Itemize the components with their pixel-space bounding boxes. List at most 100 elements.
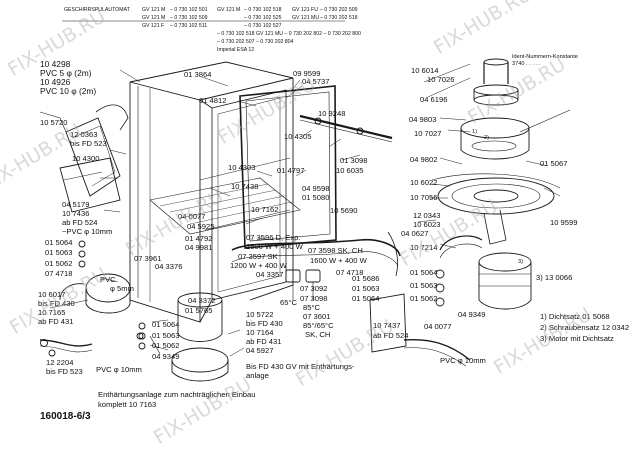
- part-label: 10 7164: [246, 328, 274, 337]
- part-label: 10 4303: [228, 163, 256, 172]
- legend-line: 2) Schraubensatz 12 0342: [540, 323, 630, 332]
- part-label: 01 4792: [185, 234, 213, 243]
- part-label: PVC φ 10mm: [96, 365, 142, 374]
- note-line: anlage: [246, 371, 269, 380]
- part-label: 01 4812: [199, 96, 227, 105]
- part-label: φ 5mm: [110, 284, 134, 293]
- note-line: Bis FD 430 GV mit Enthärtungs-: [246, 362, 355, 371]
- part-label: 07 3596 D, Exp.: [246, 233, 301, 242]
- part-label: 12 0363: [70, 130, 98, 139]
- part-label: 85°C: [303, 303, 320, 312]
- legend-line: 1) Dichtsatz 01 5068: [540, 312, 610, 321]
- part-label: 10 7165: [38, 308, 66, 317]
- drawing-code: 160018-6/3: [40, 411, 91, 422]
- part-label: 10 9248: [318, 109, 346, 118]
- footnote-marker: 3): [518, 259, 523, 265]
- part-label: SK, CH: [305, 330, 331, 339]
- header-row2: – 0 730 102 518 GV 121 MU – 0 730 202 80…: [217, 31, 361, 37]
- part-label: bis FD 430: [38, 299, 75, 308]
- part-label: 10 7027: [414, 129, 442, 138]
- part-label: 10 5722: [246, 310, 274, 319]
- part-label: 04 9349: [152, 352, 180, 361]
- part-label: 10 4305: [284, 132, 312, 141]
- part-label: 04 5925: [187, 222, 215, 231]
- part-label: 10 6023: [413, 220, 441, 229]
- part-label: 10 7214: [410, 243, 438, 252]
- part-label: 85°/65°C: [303, 321, 334, 330]
- part-label: ab FD 431: [38, 317, 74, 326]
- header-imperial: Imperial ESA 12: [217, 47, 255, 53]
- ident-value: 3740 . . . . .: [512, 61, 540, 67]
- part-label: 04 5179: [62, 200, 90, 209]
- part-label: 04 3376: [155, 262, 183, 271]
- part-label: 01 5067: [540, 159, 568, 168]
- part-label: 04 9981: [185, 243, 213, 252]
- part-label: PVC 5 φ (2m): [40, 68, 92, 78]
- part-label: 10 6017: [38, 290, 66, 299]
- part-label: 01 5062: [45, 259, 73, 268]
- header-number-col3: – 0 730 102 501– 0 730 102 509– 0 730 10…: [170, 7, 208, 29]
- part-label: 01 5062: [410, 294, 438, 303]
- header-row3: – 0 730 202 507 – 0 730 202 804: [217, 39, 294, 45]
- part-label: 01 5765: [185, 306, 213, 315]
- cabinet-body: [129, 61, 301, 323]
- note-line: Enthärtungsanlage zum nachträglichen Ein…: [98, 390, 256, 399]
- part-label: 10 7026: [427, 75, 455, 84]
- header-model-col4: GV 121 M: [217, 7, 241, 13]
- part-label: 07 3601: [303, 312, 331, 321]
- part-label: 04 9803: [409, 115, 437, 124]
- part-label: PVC: [100, 275, 116, 284]
- part-label: 10 5690: [330, 206, 358, 215]
- note-line: komplett 10 7163: [98, 400, 157, 409]
- part-label: 10 9599: [550, 218, 578, 227]
- part-label: PVC 10 φ (2m): [40, 86, 97, 96]
- part-label: 01 3864: [184, 70, 212, 79]
- part-label: 10 6022: [410, 178, 438, 187]
- header-number-col7: – 0 730 202 509– 0 730 202 518: [320, 7, 358, 21]
- part-label: 10 7438: [231, 182, 259, 191]
- part-label: 12 2204: [46, 358, 74, 367]
- part-label: 07 3098: [300, 294, 328, 303]
- part-label: 04 0627: [401, 229, 429, 238]
- part-label: 04 5927: [246, 346, 274, 355]
- footnote-marker: 1): [472, 129, 477, 135]
- part-label: 01 5063: [45, 248, 73, 257]
- part-label: 04 9598: [302, 184, 330, 193]
- part-label: 04 3372: [188, 296, 216, 305]
- part-label: 04 9349: [458, 310, 486, 319]
- part-label: ~PVC φ 10mm: [62, 227, 113, 236]
- header-number-col5: – 0 730 102 518– 0 730 102 525– 0 730 10…: [244, 7, 282, 29]
- part-label: 01 5064: [152, 320, 180, 329]
- legend-line: 3) Motor mit Dichtsatz: [540, 334, 614, 343]
- part-label: 01 5686: [352, 274, 380, 283]
- part-label: 04 6196: [420, 95, 448, 104]
- part-label: 10 5720: [40, 118, 68, 127]
- part-label: 10 4298: [40, 59, 71, 69]
- part-label: 07 3961: [134, 254, 162, 263]
- part-label: 07 3092: [300, 284, 328, 293]
- part-label: 65°C: [280, 298, 297, 307]
- part-label: 10 7436: [62, 209, 90, 218]
- part-label: 09 9599: [293, 69, 321, 78]
- part-label: ab FD 431: [246, 337, 282, 346]
- part-label: 10 6035: [336, 166, 364, 175]
- part-label: 04 3357: [256, 270, 284, 279]
- part-label: bis FD 430: [246, 319, 283, 328]
- part-label: 1200 W + 400 W: [230, 261, 287, 270]
- part-label: ab FD 524: [373, 331, 409, 340]
- part-label: 1600 W + 400 W: [310, 256, 367, 265]
- part-label: 01 5062: [152, 341, 180, 350]
- part-label: PVC φ 10mm: [440, 356, 486, 365]
- part-label: 2500 W + 400 W: [246, 242, 303, 251]
- part-label: 01 5064: [45, 238, 73, 247]
- part-label: 01 5063: [410, 281, 438, 290]
- part-label: 01 5063: [352, 284, 380, 293]
- part-label: 07 3597 SK: [238, 252, 278, 261]
- ident-title: Ident-Nummern-Konstante: [512, 54, 578, 60]
- part-label: 10 4926: [40, 77, 71, 87]
- part-label: 01 3098: [340, 156, 368, 165]
